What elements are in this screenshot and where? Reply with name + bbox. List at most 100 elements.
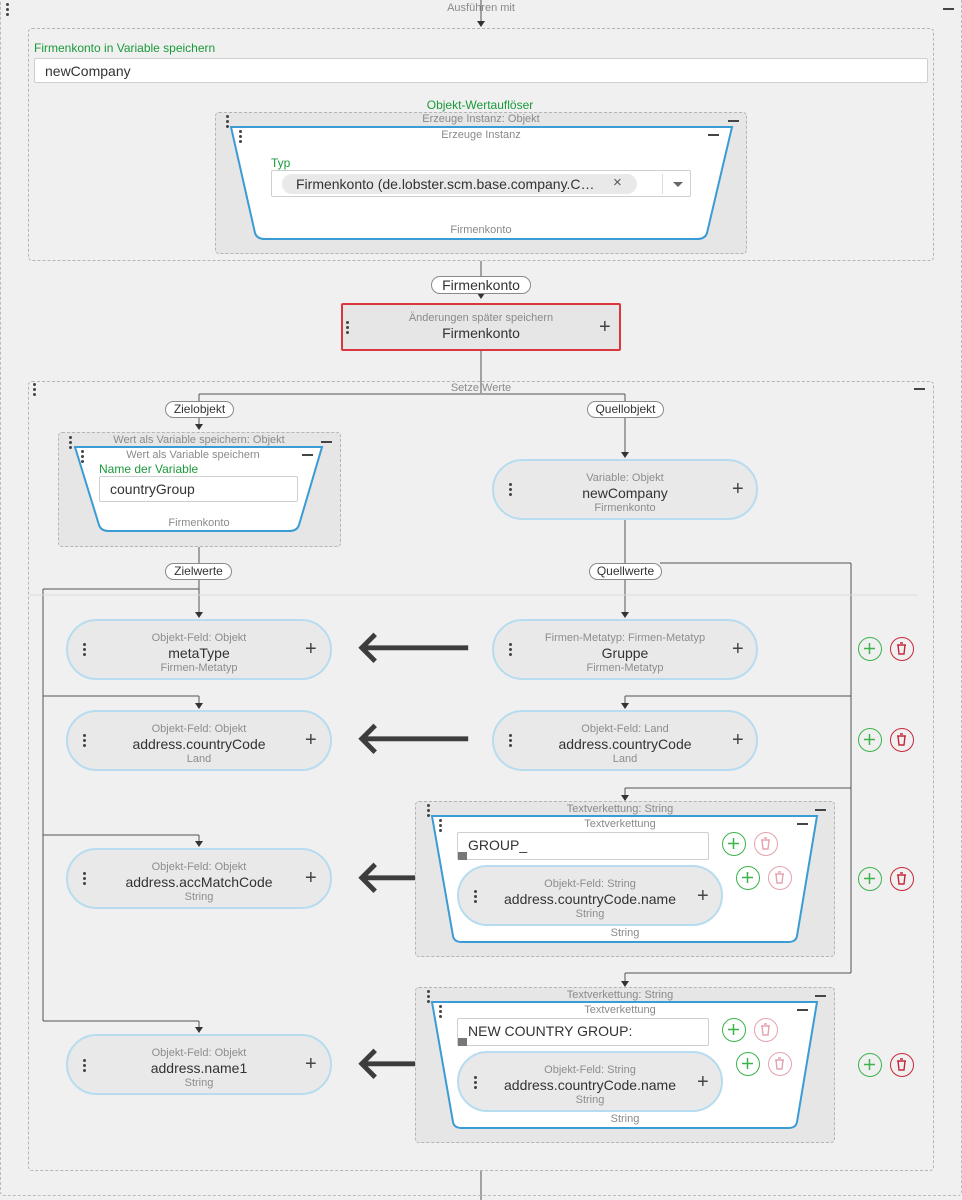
drag-handle-icon[interactable] [83,1059,87,1074]
target-sub: Firmen-Metatyp [160,662,238,674]
save-variable-label: Firmenkonto in Variable speichern [34,41,216,55]
object-resolver-label: Objekt-Wertauflöser [426,98,534,112]
drag-handle-icon[interactable] [474,1076,478,1091]
collapse-icon[interactable] [943,8,954,10]
delete-part-button[interactable] [754,832,778,856]
drag-handle-icon[interactable] [427,990,431,1005]
variable-name-input[interactable]: newCompany [34,58,928,83]
delete-part-button[interactable] [754,1018,778,1042]
drag-handle-icon[interactable] [83,872,87,887]
add-part-button[interactable] [722,1018,746,1042]
add-part-button[interactable] [736,866,760,890]
add-part-button[interactable] [736,1052,760,1076]
collapse-icon[interactable] [815,995,826,997]
target-name: address.name1 [150,1060,248,1076]
collapse-icon[interactable] [728,120,739,122]
delete-row-button[interactable] [890,637,914,661]
target-sub: String [184,891,214,903]
add-icon[interactable]: + [305,1053,317,1075]
add-row-button[interactable] [858,728,882,752]
drag-handle-icon[interactable] [239,130,243,145]
add-row-button[interactable] [858,637,882,661]
drag-handle-icon[interactable] [83,734,87,749]
drag-handle-icon[interactable] [226,115,230,130]
target-type: Objekt-Feld: Objekt [151,1047,247,1059]
collapse-icon[interactable] [708,134,719,136]
flow-tag-firmenkonto: Firmenkonto [431,276,531,294]
field-sub: String [575,908,605,920]
drag-handle-icon[interactable] [474,890,478,905]
target-name: metaType [168,645,230,661]
source-pill-gruppe[interactable]: Firmen-Metatyp: Firmen-Metatyp Gruppe Fi… [492,619,758,680]
drag-handle-icon[interactable] [33,383,37,398]
resize-icon[interactable] [458,1038,467,1046]
collapse-icon[interactable] [815,809,826,811]
target-name: address.accMatchCode [125,874,273,890]
drag-handle-icon[interactable] [346,321,350,336]
concat-outer-caption: Textverkettung: String [566,803,674,815]
concat-footer: String [610,1113,640,1125]
drag-handle-icon[interactable] [6,3,10,18]
variable-name-field[interactable]: countryGroup [99,476,298,502]
collapse-icon[interactable] [321,441,332,443]
delete-part-button[interactable] [768,866,792,890]
collapse-icon[interactable] [914,388,925,390]
delete-part-button[interactable] [768,1052,792,1076]
arrow-left-icon: 🡐 [355,623,473,672]
close-icon[interactable]: × [613,174,622,191]
caret-down-icon[interactable] [673,182,683,187]
target-type: Objekt-Feld: Objekt [151,723,247,735]
target-values-tag: Zielwerte [165,563,232,580]
resize-icon[interactable] [458,852,467,860]
source-object-type: Variable: Objekt [586,472,664,484]
drag-handle-icon[interactable] [439,819,443,834]
add-icon[interactable]: + [305,867,317,889]
delete-row-button[interactable] [890,728,914,752]
drag-handle-icon[interactable] [509,483,513,498]
add-icon[interactable]: + [305,638,317,660]
var-store-outer-caption: Wert als Variable speichern: Objekt [113,434,285,446]
add-row-button[interactable] [858,867,882,891]
drag-handle-icon[interactable] [427,804,431,819]
drag-handle-icon[interactable] [509,734,513,749]
add-icon[interactable]: + [732,478,744,500]
delete-row-button[interactable] [890,867,914,891]
source-object-pill[interactable]: Variable: Objekt newCompany Firmenkonto [492,459,758,520]
add-icon[interactable]: + [697,885,709,907]
add-icon[interactable]: + [697,1071,709,1093]
create-instance-caption: Erzeuge Instanz [441,129,521,141]
target-pill-metatype[interactable]: Objekt-Feld: Objekt metaType Firmen-Meta… [66,619,332,680]
target-pill-accmatchcode[interactable]: Objekt-Feld: Objekt address.accMatchCode… [66,848,332,909]
source-pill-countrycode[interactable]: Objekt-Feld: Land address.countryCode La… [492,710,758,771]
field-sub: String [575,1094,605,1106]
drag-handle-icon[interactable] [69,436,73,451]
collapse-icon[interactable] [302,454,313,456]
drag-handle-icon[interactable] [509,643,513,658]
collapse-icon[interactable] [797,1009,808,1011]
concat-field-pill[interactable]: Objekt-Feld: String address.countryCode.… [457,865,723,926]
concat-footer: String [610,927,640,939]
save-later-block[interactable] [341,303,621,351]
set-values-title: Setze Werte [450,382,512,394]
add-icon[interactable]: + [732,729,744,751]
target-pill-name1[interactable]: Objekt-Feld: Objekt address.name1 String [66,1034,332,1095]
add-part-button[interactable] [722,832,746,856]
type-select[interactable]: Firmenkonto (de.lobster.scm.base.company… [271,170,691,197]
concat-field-pill[interactable]: Objekt-Feld: String address.countryCode.… [457,1051,723,1112]
concat-text-input[interactable]: NEW COUNTRY GROUP: [457,1018,709,1046]
add-icon[interactable]: + [305,729,317,751]
concat-text-input[interactable]: GROUP_ [457,832,709,860]
add-icon[interactable]: + [732,638,744,660]
delete-row-button[interactable] [890,1053,914,1077]
add-icon[interactable]: + [599,316,611,338]
target-sub: Land [186,753,212,765]
drag-handle-icon[interactable] [439,1005,443,1020]
drag-handle-icon[interactable] [81,450,85,465]
concat-caption: Textverkettung [584,1004,656,1016]
var-store-footer: Firmenkonto [168,517,230,529]
source-type: Objekt-Feld: Land [581,723,669,735]
collapse-icon[interactable] [797,823,808,825]
drag-handle-icon[interactable] [83,643,87,658]
add-row-button[interactable] [858,1053,882,1077]
target-pill-countrycode[interactable]: Objekt-Feld: Objekt address.countryCode … [66,710,332,771]
